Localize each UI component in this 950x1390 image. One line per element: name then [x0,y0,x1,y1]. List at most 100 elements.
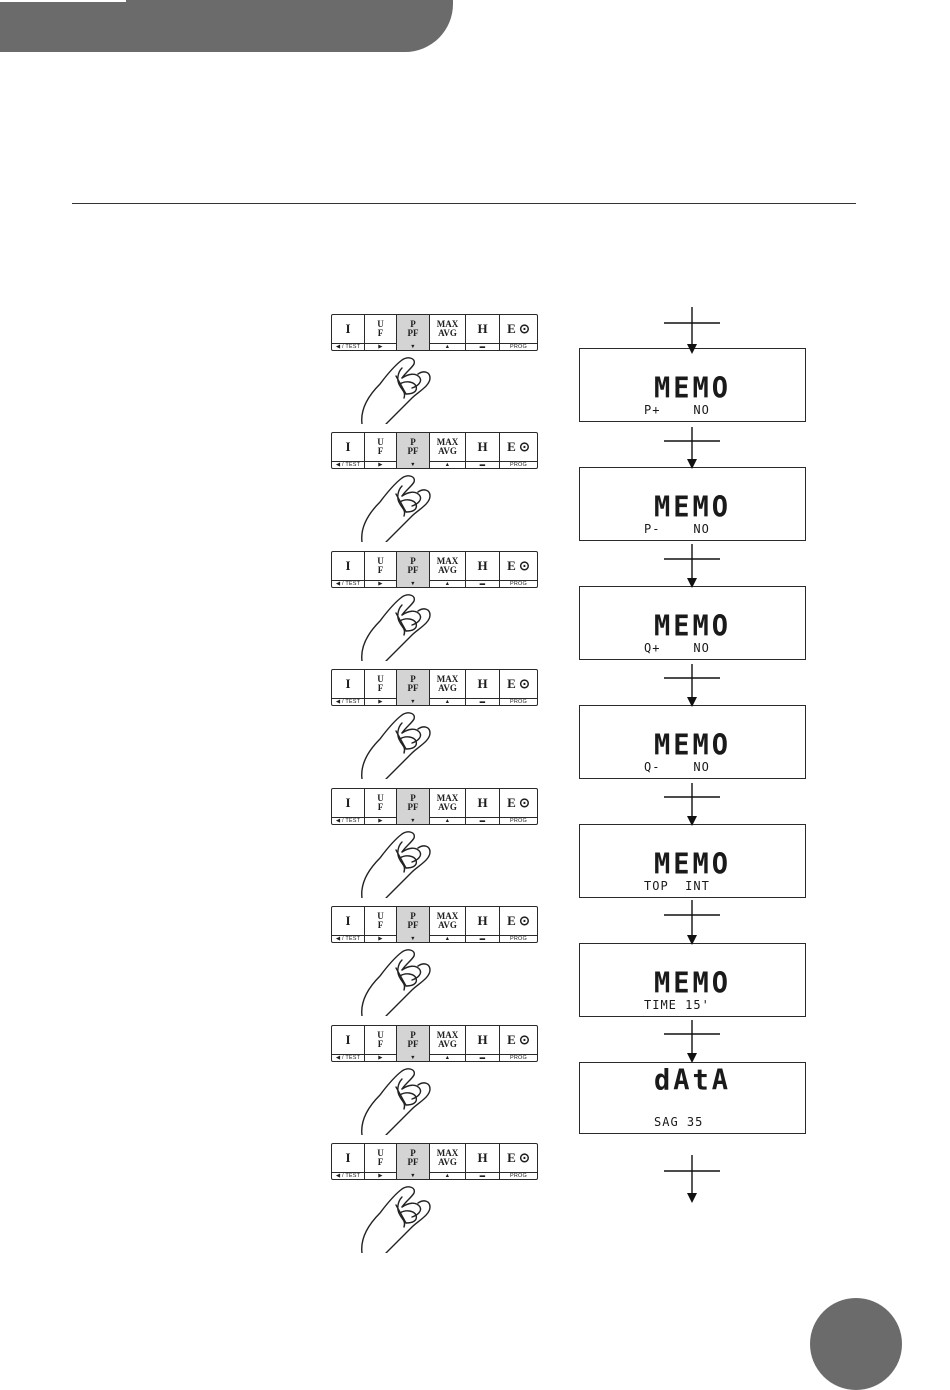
keypad-key[interactable]: I [332,315,365,343]
strip-label: ◀ / TEST [332,461,365,468]
lcd-main-text: MEMO [653,729,732,762]
flow-arrow-icon [664,1155,720,1203]
keypad-key[interactable]: H [466,789,500,817]
key-label-top: U [377,556,384,566]
keypad-key[interactable]: E ⊙ [500,315,537,343]
key-label-top: P [410,793,416,803]
key-label-top: E ⊙ [507,795,530,810]
lcd-main-text: MEMO [653,848,732,881]
flow-arrow-icon [664,544,720,588]
key-label-bottom: PF [407,446,419,456]
lcd-sub-text: Q+ NO [644,641,710,655]
keypad-key[interactable]: H [466,670,500,698]
keypad-key[interactable]: H [466,315,500,343]
lcd-main-text: MEMO [653,491,732,524]
key-label-bottom: AVG [438,328,457,338]
strip-label: PROG [510,936,527,942]
key-label-bottom: PF [407,565,419,575]
keypad-function-strip: ◀ / TEST▶▼▲▬PROG [332,1172,537,1179]
key-label-bottom: AVG [438,565,457,575]
key-label-bottom: F [377,328,384,338]
strip-label: ▼ [397,817,430,824]
keypad-key[interactable]: I [332,907,365,935]
strip-label: ◀ / TEST [332,343,365,350]
keypad-key[interactable]: I [332,789,365,817]
flow-arrow-icon [664,307,720,354]
key-label-top: U [377,437,384,447]
flow-arrow-icon [664,664,720,707]
strip-label: ▼ [397,461,430,468]
hand-pointer-icon [361,594,431,661]
strip-label: ▼ [397,343,430,350]
strip-label: ▶ [365,580,397,587]
key-label-top: E ⊙ [507,676,530,691]
keypad-key[interactable]: E ⊙ [500,552,537,580]
keypad-key[interactable]: E ⊙ [500,433,537,461]
key-label-top: U [377,793,384,803]
keypad-key[interactable]: H [466,552,500,580]
key-label-top: E ⊙ [507,439,530,454]
keypad-key[interactable]: H [466,433,500,461]
keypad-key[interactable]: E ⊙ [500,907,537,935]
keypad-key[interactable]: E ⊙ [500,1144,537,1172]
key-label-bottom: F [377,802,384,812]
keypad-function-strip: ◀ / TEST▶▼▲▬PROG [332,343,537,350]
key-label-top: P [410,437,416,447]
key-label-top: H [477,676,488,691]
keypad-key[interactable]: I [332,1144,365,1172]
keypad-key[interactable]: E ⊙ [500,789,537,817]
keypad-key[interactable]: I [332,1026,365,1054]
key-label-top: E ⊙ [507,913,530,928]
keypad-key[interactable]: H [466,907,500,935]
key-label-top: U [377,319,384,329]
keypad-key[interactable]: E ⊙ [500,670,537,698]
keypad-key[interactable]: I [332,433,365,461]
strip-label: ▲ [430,461,466,468]
key-label-top: P [410,319,416,329]
lcd-sub-text: P+ NO [644,403,710,417]
key-label-top: E ⊙ [507,1032,530,1047]
keypad-key[interactable]: I [332,670,365,698]
strip-label: PROG [510,699,527,705]
key-label-bottom: F [377,920,384,930]
keypad-key[interactable]: E ⊙ [500,1026,537,1054]
strip-label: ▶ [365,1054,397,1061]
keypad-key[interactable]: H [466,1026,500,1054]
lcd-sub-text: P- NO [644,522,710,536]
key-label-top: H [477,439,488,454]
flow-arrow-icon [664,427,720,469]
keypad-key[interactable]: H [466,1144,500,1172]
key-label-top: P [410,674,416,684]
strip-label: ▬ [466,580,500,587]
keypad-key[interactable]: I [332,552,365,580]
